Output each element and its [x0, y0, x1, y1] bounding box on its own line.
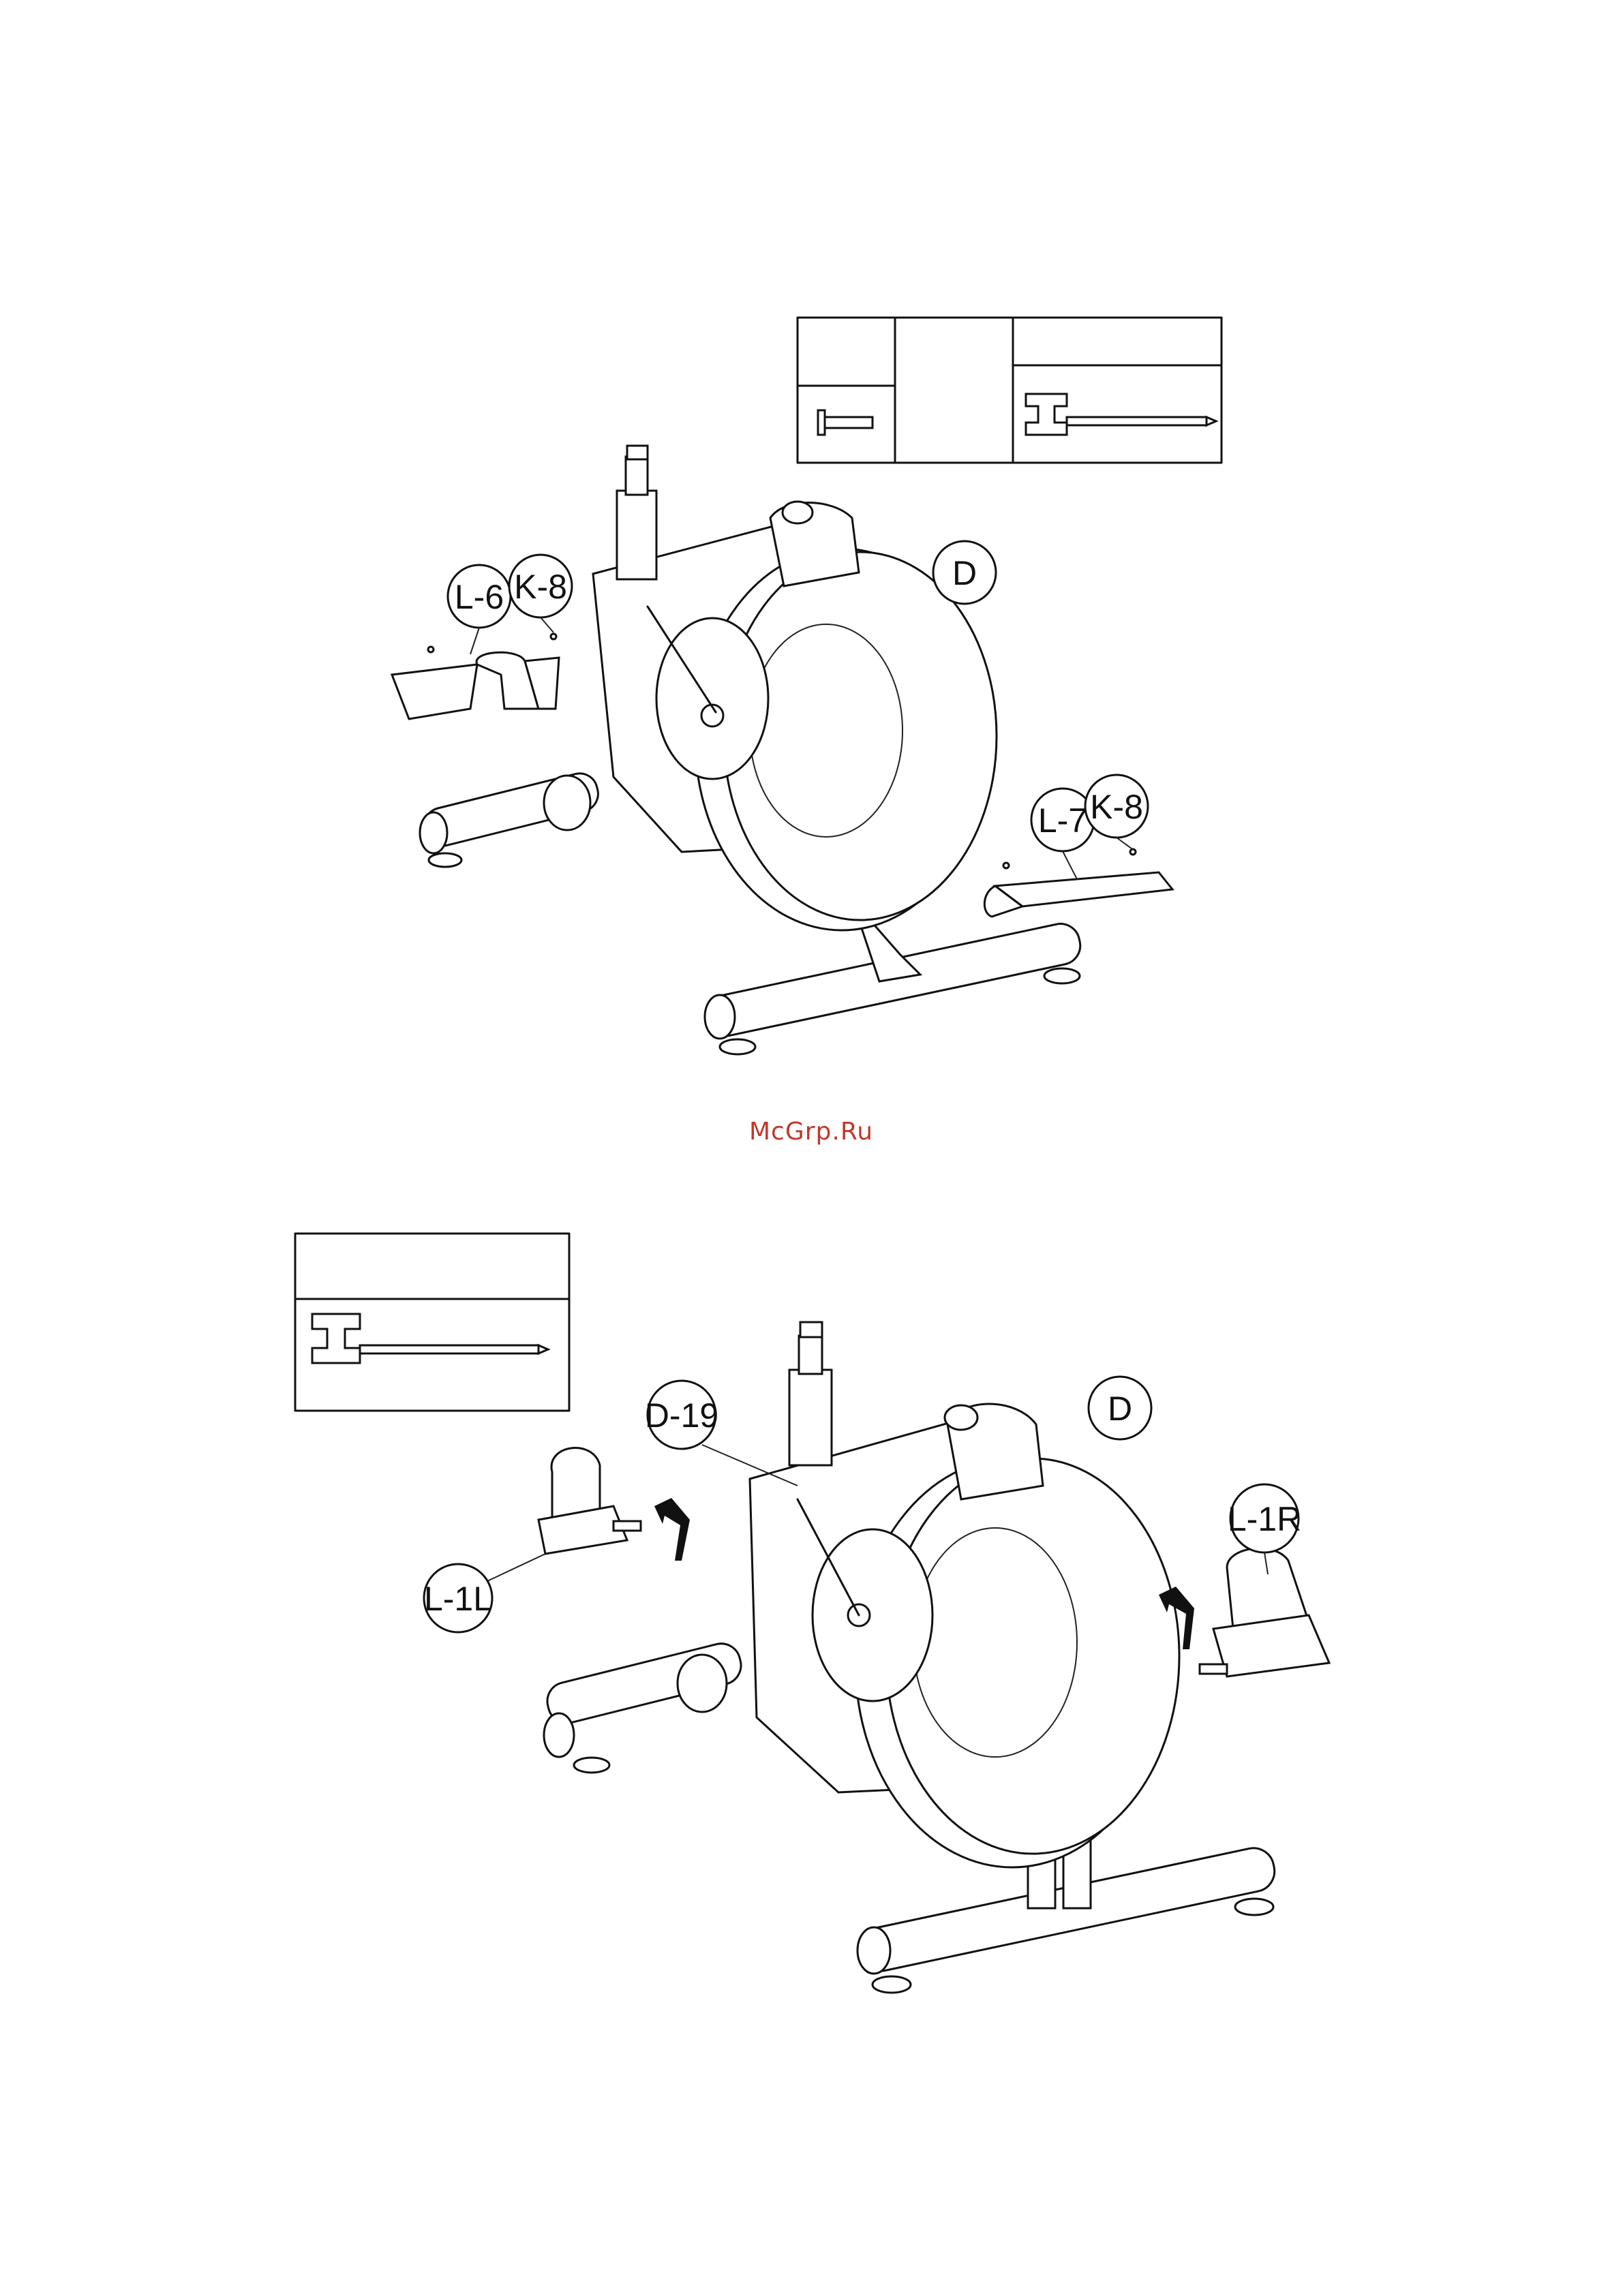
hardware-box-top: [798, 318, 1222, 463]
callout-l1l: L-1L: [424, 1554, 545, 1632]
callout-l1l-label: L-1L: [424, 1580, 492, 1618]
left-pedal-part: [539, 1448, 690, 1561]
callout-k8-top: K-8: [509, 555, 572, 632]
callout-k8b-label: K-8: [1090, 788, 1143, 826]
screw-icon: [818, 410, 873, 435]
callout-d19-label: D-19: [645, 1396, 718, 1435]
cover-l6-part: [392, 634, 559, 719]
callout-d-label: D: [952, 554, 977, 592]
cover-l7-part: [984, 849, 1172, 917]
allen-wrench-icon: [312, 1314, 548, 1363]
arrow-icon: [654, 1498, 690, 1561]
callout-d-bottom: D: [1089, 1377, 1151, 1439]
hardware-box-bottom: [295, 1234, 569, 1411]
callout-l7-label: L-7: [1038, 801, 1087, 840]
callout-d19: D-19: [645, 1381, 798, 1486]
allen-wrench-icon: [1026, 394, 1216, 435]
right-pedal-part: [1159, 1548, 1329, 1677]
callout-k8-label: K-8: [514, 568, 567, 606]
callout-k8-right: K-8: [1085, 775, 1148, 848]
callout-l6-label: L-6: [455, 578, 504, 616]
callout-l6: L-6: [448, 565, 511, 654]
watermark: McGrp.Ru: [736, 1118, 886, 1146]
callout-d-top: D: [933, 541, 996, 604]
callout-l1r-label: L-1R: [1228, 1500, 1301, 1538]
callout-d2-label: D: [1108, 1390, 1132, 1428]
bike-frame-top: [420, 446, 1084, 1054]
